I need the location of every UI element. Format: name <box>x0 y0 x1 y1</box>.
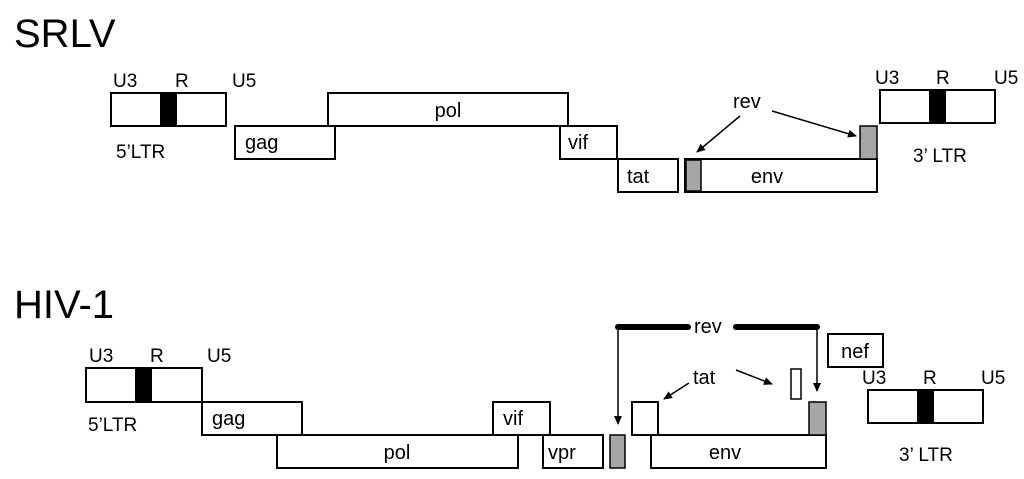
hiv1-tat-exon1 <box>631 401 659 436</box>
hiv1-vpr-box <box>542 434 604 469</box>
srlv-rev-arrow-left <box>696 115 741 153</box>
hiv1-3ltr: U3 R U5 3’ LTR <box>862 368 1005 466</box>
srlv-vif-label: vif <box>568 132 588 154</box>
hiv1-tat-arrow-left <box>663 382 690 400</box>
hiv1-3ltr-r-label: R <box>923 368 937 389</box>
srlv-pol-box <box>327 92 569 127</box>
hiv1-env-label: env <box>709 442 741 464</box>
hiv1-nef-label: nef <box>841 341 869 363</box>
srlv-gag-box <box>234 125 336 160</box>
srlv-5ltr-u3-label: U3 <box>113 71 137 92</box>
srlv-5ltr-u5-label: U5 <box>232 71 256 92</box>
hiv1-3ltr-u3-label: U3 <box>862 368 886 389</box>
hiv1-rev-exon2 <box>808 401 827 436</box>
srlv-rev-exon2 <box>859 125 878 160</box>
hiv1-3ltr-label: 3’ LTR <box>899 445 953 466</box>
hiv1-gag-label: gag <box>212 408 245 430</box>
hiv1-pol-label: pol <box>384 442 411 464</box>
hiv1-vpr-label: vpr <box>548 442 576 464</box>
srlv-5ltr-r-label: R <box>175 71 189 92</box>
hiv1-rev-exon1 <box>609 434 626 469</box>
srlv-tat-box <box>617 158 679 193</box>
srlv-vif-box <box>559 125 618 160</box>
srlv-tat-label: tat <box>627 166 650 188</box>
hiv1-nef-box <box>827 333 884 368</box>
srlv-gag-label: gag <box>245 132 278 154</box>
srlv-3ltr-u3-label: U3 <box>875 68 899 89</box>
srlv-3ltr-r-bar <box>929 90 946 123</box>
srlv-genome: U3 R U5 5’LTR pol gag vif tat env rev <box>110 68 1018 193</box>
hiv1-5ltr-r-label: R <box>150 346 164 367</box>
hiv1-vif-label: vif <box>503 408 523 430</box>
srlv-3ltr-u5-label: U5 <box>994 68 1018 89</box>
hiv1-title: HIV-1 <box>14 283 115 327</box>
hiv1-3ltr-r-bar <box>917 390 934 423</box>
hiv1-5ltr-r-bar <box>135 368 152 402</box>
srlv-5ltr-label: 5’LTR <box>116 142 165 163</box>
srlv-5ltr: U3 R U5 5’LTR <box>110 71 256 163</box>
srlv-rev-exon1 <box>685 159 702 192</box>
hiv1-tat-exon2 <box>790 368 802 400</box>
hiv1-tat-label: tat <box>693 367 716 389</box>
hiv1-rev-label: rev <box>694 316 722 338</box>
hiv1-env-box <box>650 434 827 469</box>
srlv-3ltr-label: 3’ LTR <box>913 146 967 167</box>
srlv-pol-label: pol <box>435 100 462 122</box>
srlv-env-label: env <box>751 166 783 188</box>
hiv1-tat-arrow-right <box>735 369 773 385</box>
srlv-3ltr: U3 R U5 3’ LTR <box>875 68 1018 167</box>
srlv-title: SRLV <box>14 12 116 56</box>
hiv1-5ltr: U3 R U5 5’LTR <box>85 346 231 436</box>
srlv-3ltr-r-label: R <box>936 68 950 89</box>
hiv1-vif-box <box>492 401 551 436</box>
hiv1-genome: U3 R U5 5’LTR gag pol vif vpr env <box>85 316 1005 469</box>
srlv-rev-arrow-right <box>771 110 857 138</box>
hiv1-5ltr-u3-label: U3 <box>89 346 113 367</box>
hiv1-5ltr-u5-label: U5 <box>207 346 231 367</box>
srlv-env-box <box>684 158 878 193</box>
hiv1-3ltr-u5-label: U5 <box>981 368 1005 389</box>
hiv1-5ltr-label: 5’LTR <box>88 415 137 436</box>
srlv-5ltr-r-bar <box>160 93 177 126</box>
hiv1-pol-box <box>276 434 519 469</box>
srlv-rev-label: rev <box>733 91 761 113</box>
hiv1-gag-box <box>201 401 303 436</box>
